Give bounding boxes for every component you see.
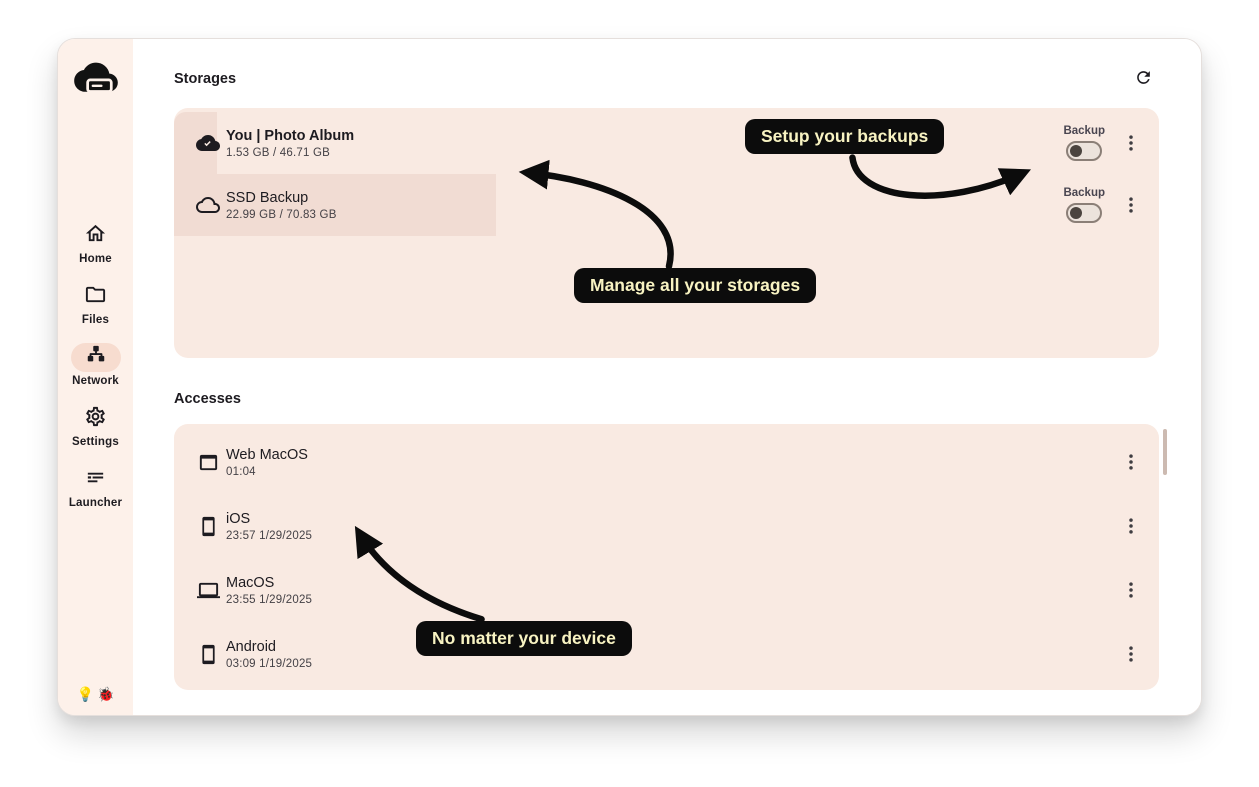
sidebar-item-launcher[interactable]: Launcher xyxy=(69,465,122,509)
storages-title: Storages xyxy=(174,71,237,87)
callout-setup-backups: Setup your backups xyxy=(745,119,945,154)
access-row[interactable]: Web MacOS 01:04 xyxy=(174,430,1159,494)
access-title: iOS xyxy=(226,510,251,527)
lightbulb-tip-icon[interactable]: 💡 xyxy=(76,686,94,702)
toggle-thumb xyxy=(1070,145,1083,157)
backup-label: Backup xyxy=(1063,187,1105,199)
kebab-menu-icon[interactable] xyxy=(1121,133,1141,153)
accesses-title: Accesses xyxy=(174,391,241,407)
storage-info: SSD Backup 22.99 GB / 70.83 GB xyxy=(226,190,337,221)
home-icon xyxy=(84,222,107,250)
browser-window-icon xyxy=(196,450,220,474)
bug-report-icon[interactable]: 🐞 xyxy=(97,686,115,702)
kebab-menu-icon[interactable] xyxy=(1121,644,1141,664)
storage-title: SSD Backup xyxy=(226,189,309,206)
access-time: 23:55 1/29/2025 xyxy=(226,593,313,606)
callout-manage-storages: Manage all your storages xyxy=(574,268,817,303)
sidebar-footer: 💡 🐞 xyxy=(58,686,133,703)
app-logo xyxy=(58,59,133,104)
sidebar-item-label: Launcher xyxy=(68,497,123,509)
scrollbar-thumb[interactable] xyxy=(1163,429,1167,475)
kebab-menu-icon[interactable] xyxy=(1121,580,1141,600)
callout-no-matter-device: No matter your device xyxy=(416,621,632,656)
smartphone-icon xyxy=(196,642,220,666)
access-time: 03:09 1/19/2025 xyxy=(226,657,313,670)
launcher-icon xyxy=(84,466,107,494)
sidebar-item-label: Network xyxy=(72,375,119,387)
row-highlight xyxy=(174,174,496,236)
accesses-header: Accesses xyxy=(133,358,1201,408)
backup-toggle[interactable] xyxy=(1066,141,1103,161)
sidebar-item-settings[interactable]: Settings xyxy=(71,404,121,448)
main-content: Storages You | Photo Album 1.53 GB / 46.… xyxy=(133,39,1201,715)
sidebar-item-files[interactable]: Files xyxy=(71,282,121,326)
backup-control: Backup xyxy=(1063,187,1105,223)
access-title: Android xyxy=(226,638,276,655)
sidebar-item-label: Settings xyxy=(72,436,119,448)
storage-row[interactable]: SSD Backup 22.99 GB / 70.83 GB Backup xyxy=(174,174,1159,236)
storage-title: You | Photo Album xyxy=(226,127,355,144)
sidebar: Home Files Network Settings xyxy=(58,39,133,715)
storages-header: Storages xyxy=(133,39,1201,92)
sidebar-item-network[interactable]: Network xyxy=(70,343,121,387)
sidebar-item-home[interactable]: Home xyxy=(71,221,121,265)
app-window: Home Files Network Settings xyxy=(57,38,1202,716)
laptop-icon xyxy=(196,578,220,602)
accesses-panel: Web MacOS 01:04 iOS 23:57 1/29/2025 xyxy=(174,424,1159,690)
kebab-menu-icon[interactable] xyxy=(1121,452,1141,472)
storages-panel: You | Photo Album 1.53 GB / 46.71 GB Bac… xyxy=(174,108,1159,358)
backup-toggle[interactable] xyxy=(1066,203,1103,223)
sidebar-item-label: Files xyxy=(81,314,110,326)
cloud-outline-icon xyxy=(196,193,220,217)
smartphone-icon xyxy=(196,514,220,538)
sidebar-item-label: Home xyxy=(79,253,112,265)
backup-control: Backup xyxy=(1063,125,1105,161)
access-row[interactable]: MacOS 23:55 1/29/2025 xyxy=(174,558,1159,622)
access-row[interactable]: Android 03:09 1/19/2025 xyxy=(174,622,1159,686)
storage-usage: 22.99 GB / 70.83 GB xyxy=(226,208,337,221)
storage-info: You | Photo Album 1.53 GB / 46.71 GB xyxy=(226,128,354,159)
access-title: MacOS xyxy=(226,574,275,591)
refresh-button[interactable] xyxy=(1132,66,1155,92)
kebab-menu-icon[interactable] xyxy=(1121,516,1141,536)
access-time: 01:04 xyxy=(226,465,256,478)
storage-row[interactable]: You | Photo Album 1.53 GB / 46.71 GB Bac… xyxy=(174,112,1159,174)
access-time: 23:57 1/29/2025 xyxy=(226,529,313,542)
storage-usage: 1.53 GB / 46.71 GB xyxy=(226,146,330,159)
toggle-thumb xyxy=(1070,207,1083,219)
folder-icon xyxy=(84,283,107,311)
settings-icon xyxy=(84,405,107,433)
access-row[interactable]: iOS 23:57 1/29/2025 xyxy=(174,494,1159,558)
sidebar-nav: Home Files Network Settings xyxy=(58,221,133,509)
cloud-storage-logo-icon xyxy=(73,59,119,104)
cloud-filled-icon xyxy=(196,131,220,155)
refresh-icon xyxy=(1134,68,1153,90)
kebab-menu-icon[interactable] xyxy=(1121,195,1141,215)
backup-label: Backup xyxy=(1063,125,1105,137)
access-title: Web MacOS xyxy=(226,446,308,463)
network-icon xyxy=(85,344,107,371)
